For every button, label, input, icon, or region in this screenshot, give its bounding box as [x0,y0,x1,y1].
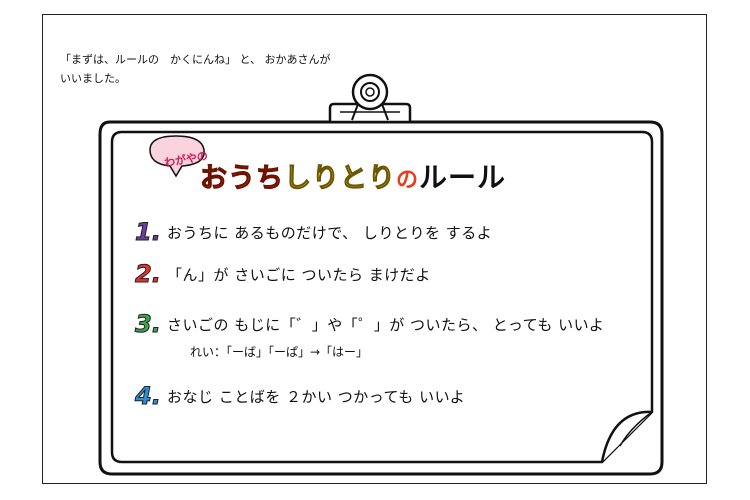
rules-title: わがやの おうちしりとりのルール [140,136,600,206]
rule-number-4: 4. [135,382,162,411]
intro-line-2: いいました。 [60,72,126,85]
title-part-no: の [396,168,420,193]
board-outer-outline [98,120,664,476]
rule-text-4: おなじ ことばを ２かい つかっても いいよ [167,387,466,406]
rule-number-2: 2. [135,260,162,289]
rule-3-example: れい：「ーば」「ーぱ」→「はー」 [190,345,369,359]
curled-corner [600,410,653,463]
rule-text-1: おうちに あるものだけで、 しりとりを するよ [167,223,493,242]
rule-text-2: 「ん」が さいごに ついたら まけだよ [167,265,431,284]
board-inner-sheet [110,130,654,464]
title-text: おうちしりとりのルール [200,156,506,196]
title-bubble-shape [149,135,205,178]
rule-item-3: 3. さいごの もじに「゛」や「゜」が ついたら、 とっても いいよ [135,310,605,339]
intro-text: 「まずは、ルールの かくにんね」 と、 おかあさんが いいました。 [60,50,380,88]
rule-item-1: 1. おうちに あるものだけで、 しりとりを するよ [135,218,493,247]
curled-corner-fold [619,411,653,447]
rule-item-2: 2. 「ん」が さいごに ついたら まけだよ [135,260,431,289]
intro-line-1: 「まずは、ルールの かくにんね」 と、 おかあさんが [60,53,331,66]
rule-number-3: 3. [135,310,162,339]
title-part-rule: ルール [419,161,507,194]
clip-base [328,102,412,124]
rule-text-3: さいごの もじに「゛」や「゜」が ついたら、 とっても いいよ [167,315,605,334]
rule-number-1: 1. [135,218,162,247]
rule-item-4: 4. おなじ ことばを ２かい つかっても いいよ [135,382,466,411]
title-part-ouchi: おうち [200,163,284,195]
title-part-shiritori: しりとり [284,163,396,195]
